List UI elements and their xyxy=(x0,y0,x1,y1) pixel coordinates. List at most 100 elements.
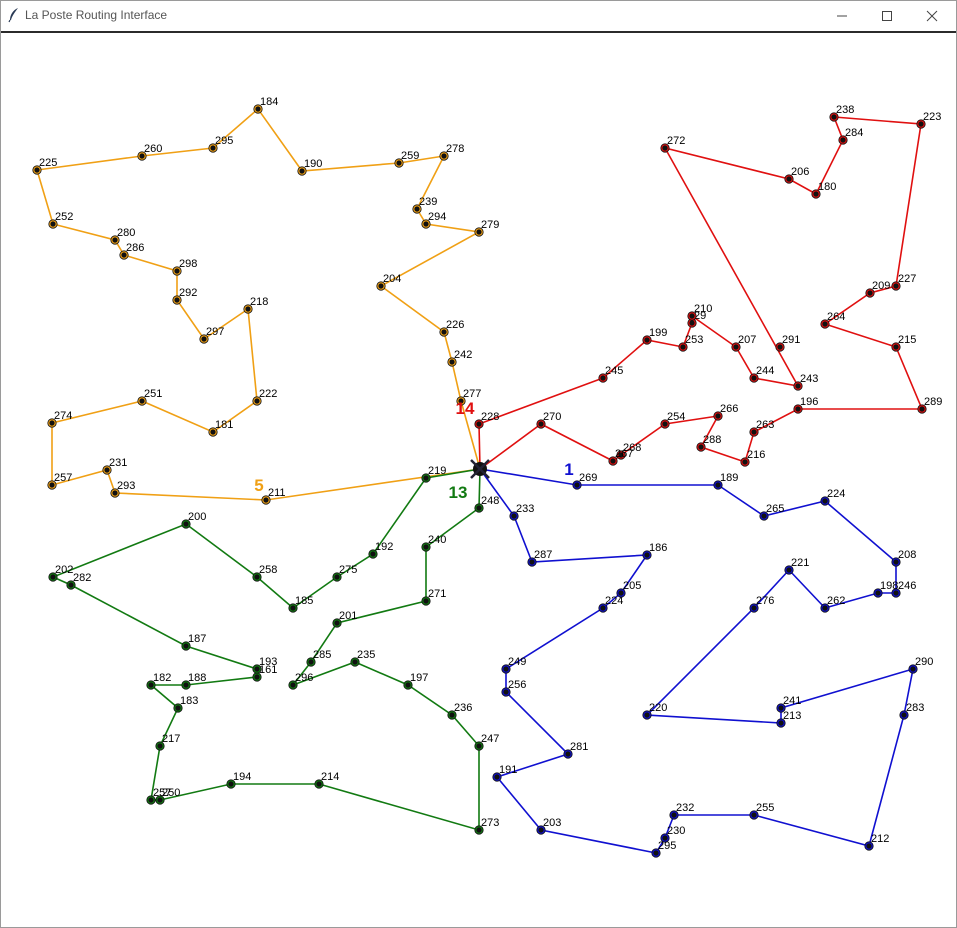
stop-node-core xyxy=(751,375,757,381)
stop-node-core xyxy=(174,268,180,274)
stop-label: 290 xyxy=(915,656,933,668)
maximize-icon xyxy=(882,11,892,21)
stop-node-core xyxy=(139,153,145,159)
stop-label: 240 xyxy=(428,534,446,546)
stop-label: 286 xyxy=(126,242,144,254)
stop-label: 245 xyxy=(605,365,623,377)
stop-node-core xyxy=(918,121,924,127)
stop-node-core xyxy=(795,383,801,389)
stop-node-core xyxy=(786,176,792,182)
stop-label: 224 xyxy=(605,595,623,607)
stop-label: 194 xyxy=(233,771,251,783)
stop-node-core xyxy=(751,605,757,611)
maximize-button[interactable] xyxy=(864,1,910,31)
route-id-label: 5 xyxy=(254,476,263,495)
stop-node-core xyxy=(867,290,873,296)
stop-label: 192 xyxy=(375,541,393,553)
stop-node-core xyxy=(423,475,429,481)
stop-node-core xyxy=(183,643,189,649)
stop-label: 198 xyxy=(880,580,898,592)
stop-node-core xyxy=(405,682,411,688)
stop-label: 298 xyxy=(179,258,197,270)
feather-icon xyxy=(8,8,18,23)
stop-node-core xyxy=(893,283,899,289)
stop-node-core xyxy=(228,781,234,787)
stop-label: 276 xyxy=(756,595,774,607)
stop-label: 248 xyxy=(481,495,499,507)
route-1 xyxy=(479,468,915,854)
stop-label: 200 xyxy=(188,511,206,523)
stop-node-core xyxy=(476,421,482,427)
stop-node-core xyxy=(476,743,482,749)
stop-node-core xyxy=(610,458,616,464)
stop-label: 220 xyxy=(649,702,667,714)
stop-label: 222 xyxy=(259,388,277,400)
stop-label: 270 xyxy=(543,411,561,423)
stop-node-core xyxy=(308,659,314,665)
title-bar[interactable]: La Poste Routing Interface xyxy=(1,1,956,33)
stop-node-core xyxy=(245,306,251,312)
stop-label: 190 xyxy=(304,158,322,170)
stop-label: 293 xyxy=(117,480,135,492)
stop-node-core xyxy=(299,168,305,174)
stop-node-core xyxy=(761,513,767,519)
stop-label: 281 xyxy=(570,741,588,753)
stop-node-core xyxy=(112,490,118,496)
stop-node-core xyxy=(503,666,509,672)
stop-node-core xyxy=(618,452,624,458)
stop-label: 235 xyxy=(357,649,375,661)
stop-label: 266 xyxy=(720,403,738,415)
stop-label: 287 xyxy=(534,549,552,561)
stop-node-core xyxy=(49,482,55,488)
stop-label: 208 xyxy=(898,549,916,561)
stop-label: 285 xyxy=(313,649,331,661)
stop-node-core xyxy=(121,252,127,258)
stop-label: 29 xyxy=(694,310,706,322)
stop-node-core xyxy=(104,467,110,473)
stop-node-core xyxy=(600,605,606,611)
stop-node-core xyxy=(644,337,650,343)
stop-label: 221 xyxy=(791,557,809,569)
stop-label: 239 xyxy=(419,196,437,208)
stop-node-core xyxy=(866,843,872,849)
stop-label: 243 xyxy=(800,373,818,385)
stop-label: 236 xyxy=(454,702,472,714)
stop-node-core xyxy=(423,544,429,550)
route-1-path xyxy=(479,468,915,854)
stop-node-core xyxy=(254,398,260,404)
stop-node-core xyxy=(334,574,340,580)
stop-node-core xyxy=(255,106,261,112)
stop-label: 272 xyxy=(667,135,685,147)
stop-label: 265 xyxy=(766,503,784,515)
stop-label: 296 xyxy=(295,672,313,684)
minimize-button[interactable] xyxy=(819,1,865,31)
stop-node-core xyxy=(449,712,455,718)
stop-node-core xyxy=(148,797,154,803)
stop-label: 250 xyxy=(162,787,180,799)
stop-label: 185 xyxy=(295,595,313,607)
stop-label: 254 xyxy=(667,411,685,423)
stop-label: 191 xyxy=(499,764,517,776)
close-button[interactable] xyxy=(909,1,955,31)
stop-label: 280 xyxy=(117,227,135,239)
stop-node-core xyxy=(148,682,154,688)
stop-label: 259 xyxy=(401,150,419,162)
stop-node-core xyxy=(662,835,668,841)
stop-node-core xyxy=(653,850,659,856)
stop-label: 284 xyxy=(845,127,863,139)
stop-label: 283 xyxy=(906,702,924,714)
stop-label: 193 xyxy=(259,656,277,668)
stop-node-core xyxy=(778,705,784,711)
stop-label: 182 xyxy=(153,672,171,684)
stop-node-core xyxy=(68,582,74,588)
stop-node-core xyxy=(503,689,509,695)
stop-label: 226 xyxy=(446,319,464,331)
stop-node-core xyxy=(441,329,447,335)
stop-node-core xyxy=(795,406,801,412)
stop-node-core xyxy=(50,574,56,580)
stop-node-core xyxy=(423,221,429,227)
stop-label: 161 xyxy=(259,664,277,676)
stop-label: 196 xyxy=(800,396,818,408)
